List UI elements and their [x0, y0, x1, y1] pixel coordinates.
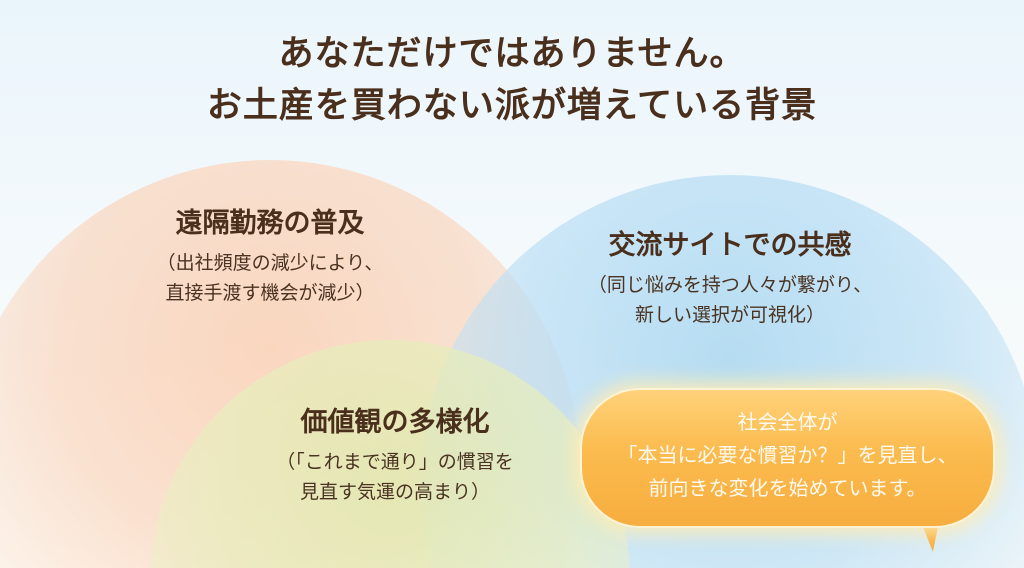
- factor-detail-line-1: （「これまで通り」の慣習を: [276, 451, 514, 473]
- factor-heading: 価値観の多様化: [300, 407, 490, 438]
- factor-detail-line-1: （出社頻度の減少により、: [156, 252, 384, 274]
- factor-social-media: 交流サイトでの共感 （同じ悩みを持つ人々が繋がり、 新しい選択が可視化）: [545, 228, 915, 330]
- title-line-1: あなただけではありません。: [278, 34, 746, 74]
- factor-heading: 遠隔勤務の普及: [175, 208, 365, 239]
- bubble-line-1: 社会全体が: [737, 410, 838, 434]
- factor-detail-line-2: 新しい選択が可視化）: [634, 304, 825, 326]
- factor-detail-line-2: 直接手渡す機会が減少）: [165, 282, 375, 304]
- speech-bubble-summary: 社会全体が 「本当に必要な慣習か？」を見直し、 前向きな変化を始めています。: [580, 388, 995, 528]
- factor-values-diversity: 価値観の多様化 （「これまで通り」の慣習を 見直す気運の高まり）: [235, 405, 555, 507]
- bubble-line-3: 前向きな変化を始めています。: [648, 476, 927, 500]
- page-title: あなただけではありません。 お土産を買わない派が増えている背景: [0, 28, 1024, 132]
- factor-detail-line-2: 見直す気運の高まり）: [299, 481, 490, 503]
- bubble-line-2: 「本当に必要な慣習か？」を見直し、: [617, 443, 958, 467]
- title-line-2: お土産を買わない派が増えている背景: [206, 86, 818, 126]
- factor-heading: 交流サイトでの共感: [608, 230, 852, 261]
- factor-remote-work: 遠隔勤務の普及 （出社頻度の減少により、 直接手渡す機会が減少）: [120, 206, 420, 308]
- factor-detail-line-1: （同じ悩みを持つ人々が繋がり、: [587, 274, 873, 296]
